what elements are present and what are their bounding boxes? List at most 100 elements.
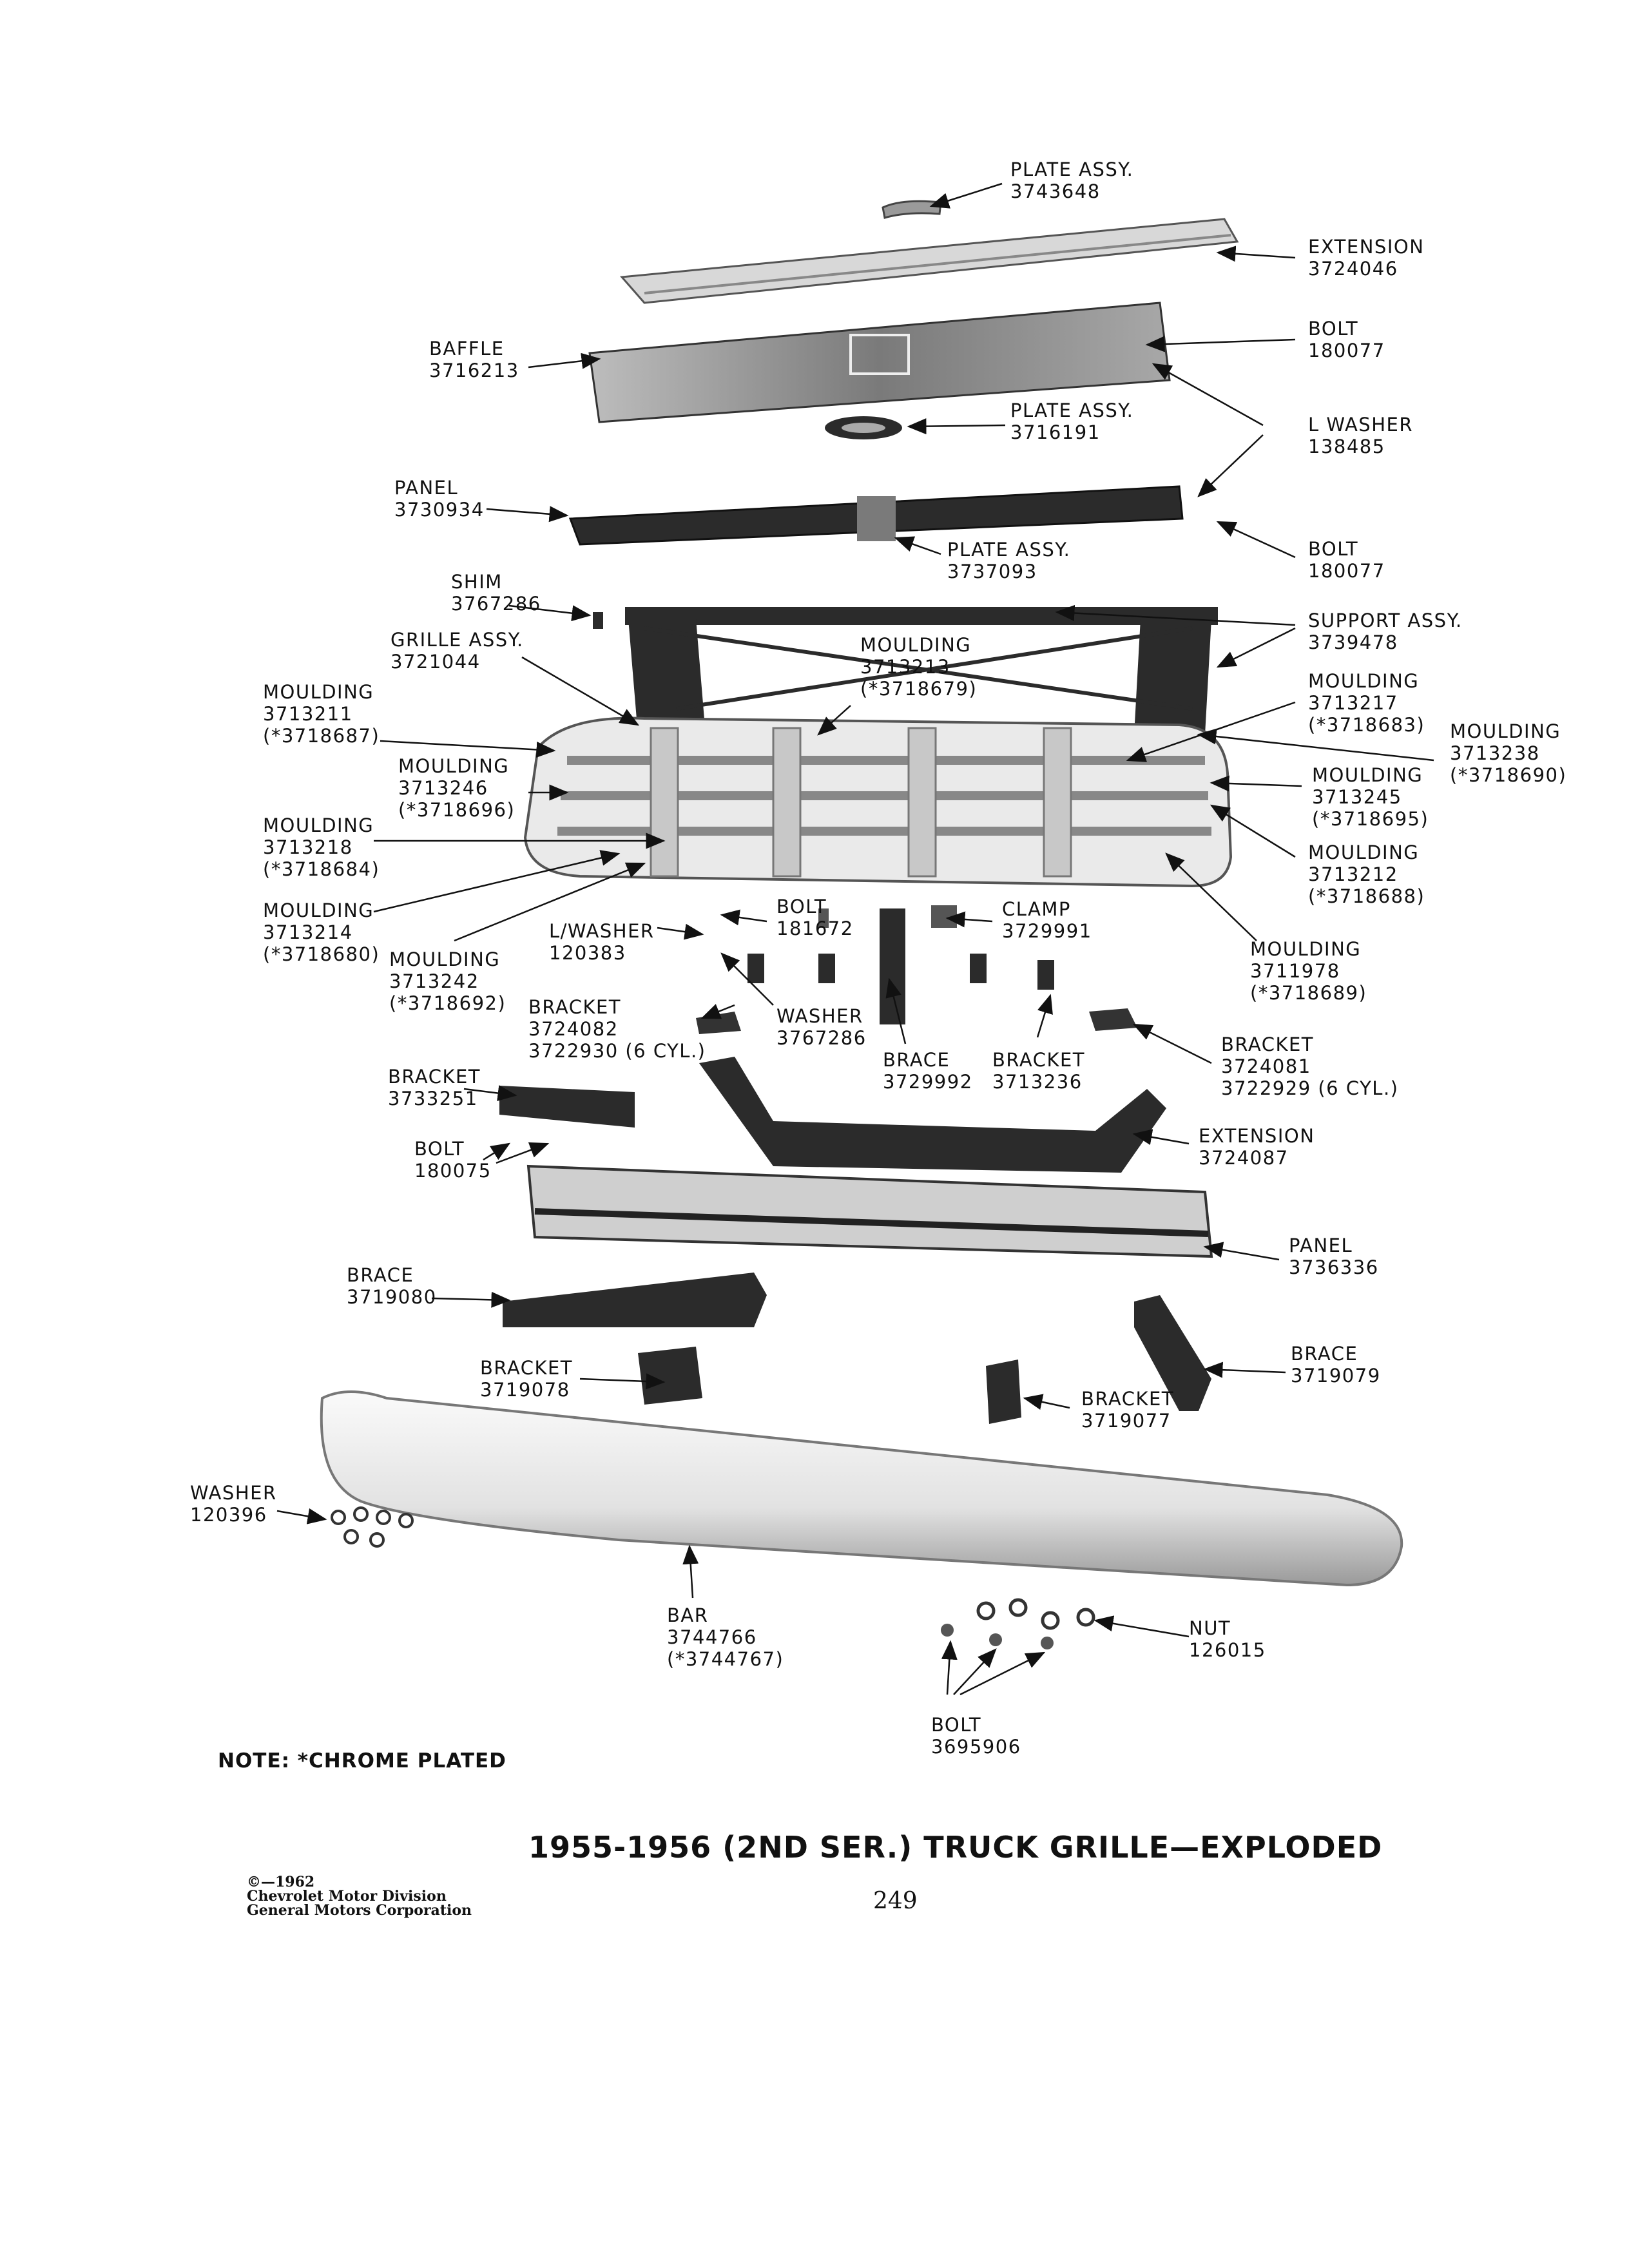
label-name: BRACKET xyxy=(528,996,622,1018)
label-name: BRACE xyxy=(883,1049,950,1071)
label-chrome: (*3718679) xyxy=(860,678,978,700)
label-chrome: (*3718690) xyxy=(1450,764,1567,786)
baffle-3716213-part xyxy=(588,302,1171,423)
chrome-plated-note: NOTE: *CHROME PLATED xyxy=(218,1749,506,1773)
label-name: BRACKET xyxy=(1081,1388,1175,1410)
label-number: 3737093 xyxy=(947,561,1037,582)
label-number: 3721044 xyxy=(390,651,481,673)
bracket-3719077-part xyxy=(986,1360,1021,1424)
label-number: 3724087 xyxy=(1199,1147,1289,1169)
label-name: MOULDING xyxy=(1308,670,1420,692)
label-number: 3716191 xyxy=(1010,421,1101,443)
label-name: MOULDING xyxy=(263,899,374,921)
label-number: 3767286 xyxy=(451,593,541,615)
label-name: BRACKET xyxy=(992,1049,1086,1071)
label-name: SUPPORT ASSY. xyxy=(1308,610,1463,631)
label-plate-assy-3716191: PLATE ASSY.3716191 xyxy=(1010,399,1133,443)
copyright-block: ©—1962 Chevrolet Motor Division General … xyxy=(247,1875,472,1917)
label-name: BRACKET xyxy=(480,1357,574,1379)
label-number: 3713236 xyxy=(992,1071,1083,1093)
label-name: MOULDING xyxy=(263,814,374,836)
label-number: 3713213 xyxy=(860,656,950,678)
leader-lines xyxy=(276,182,1434,1696)
label-alt: 3722930 (6 CYL.) xyxy=(528,1040,706,1062)
label-name: MOULDING xyxy=(1312,764,1423,786)
label-number: 138485 xyxy=(1308,436,1385,457)
page-title: 1955-1956 (2ND SER.) TRUCK GRILLE—EXPLOD… xyxy=(528,1830,1383,1865)
brace-3719079-part xyxy=(1134,1295,1211,1411)
label-number: 3743648 xyxy=(1010,180,1101,202)
label-name: PANEL xyxy=(1289,1235,1353,1256)
label-number: 3739478 xyxy=(1308,631,1398,653)
copyright-line: Chevrolet Motor Division xyxy=(247,1888,447,1905)
nut-126015-parts xyxy=(941,1598,1095,1649)
panel-3736336-part xyxy=(526,1164,1213,1258)
label-name: MOULDING xyxy=(1450,720,1561,742)
label-chrome: (*3718695) xyxy=(1312,808,1429,830)
label-chrome: (*3718689) xyxy=(1250,982,1367,1004)
bar-3744766-part xyxy=(320,1390,1403,1587)
shim-3767286-part xyxy=(593,612,603,629)
label-number: 3719080 xyxy=(347,1286,437,1308)
label-name: BOLT xyxy=(1308,538,1359,560)
bracket-3719078-part xyxy=(638,1347,702,1405)
label-number: 180077 xyxy=(1308,340,1385,361)
label-name: GRILLE ASSY. xyxy=(390,629,524,651)
label-name: BOLT xyxy=(414,1138,465,1160)
page-number: 249 xyxy=(873,1888,918,1914)
label-plate-assy-3737093: PLATE ASSY.3737093 xyxy=(947,539,1070,582)
label-name: WASHER xyxy=(190,1482,277,1504)
label-name: EXTENSION xyxy=(1308,236,1425,258)
label-chrome: (*3718684) xyxy=(263,858,380,880)
label-number: 3729992 xyxy=(883,1071,973,1093)
label-number: 3713212 xyxy=(1308,863,1398,885)
label-number: 3713246 xyxy=(398,777,488,799)
label-name: BRACKET xyxy=(388,1066,481,1088)
label-name: BRACE xyxy=(1291,1343,1358,1365)
label-name: BRACKET xyxy=(1221,1033,1315,1055)
label-name: L WASHER xyxy=(1308,414,1413,436)
label-chrome: (*3744767) xyxy=(667,1648,784,1670)
label-name: MOULDING xyxy=(389,948,501,970)
label-name: MOULDING xyxy=(1308,841,1420,863)
label-name: BOLT xyxy=(776,896,827,918)
label-number: 3724046 xyxy=(1308,258,1398,280)
label-number: 3724082 xyxy=(528,1018,619,1040)
support-assy-3739478-part xyxy=(625,607,1218,735)
copyright-line: General Motors Corporation xyxy=(247,1902,472,1919)
label-chrome: (*3718692) xyxy=(389,992,506,1014)
label-number: 3719077 xyxy=(1081,1410,1171,1432)
label-number: 3767286 xyxy=(776,1027,867,1049)
grille-assy-3721044-part xyxy=(523,716,1233,888)
label-name: BAFFLE xyxy=(429,338,505,360)
label-chrome: (*3718683) xyxy=(1308,714,1425,736)
panel-3730934-part xyxy=(568,485,1184,546)
label-name: PANEL xyxy=(394,477,459,499)
label-number: 180077 xyxy=(1308,560,1385,582)
brace-3719080-part xyxy=(503,1273,767,1327)
extension-3724046-part xyxy=(619,218,1239,304)
